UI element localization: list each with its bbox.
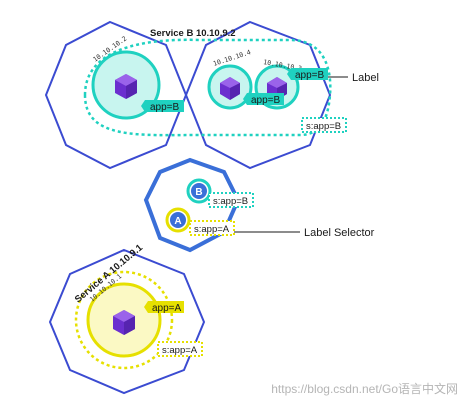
service-a-icon-letter: A <box>174 216 181 227</box>
service-a-group: 10.10.10.1 app=A Service A 10.10.9.1 s:a… <box>48 242 206 395</box>
service-selector-text: s:app=B <box>306 121 341 132</box>
pod-label-tag: app=A <box>144 301 184 314</box>
pod-label-text: app=A <box>152 303 182 314</box>
pod-cube-icon <box>113 310 135 335</box>
label-callout-text: Label <box>352 72 379 84</box>
service-b-icon-letter: B <box>195 187 202 198</box>
service-a-boundary <box>74 270 174 370</box>
service-b-icon: B <box>186 178 212 204</box>
pod-label-text: app=B <box>251 95 281 106</box>
service-a-icon: A <box>165 207 191 233</box>
label-selector-callout-text: Label Selector <box>304 227 375 239</box>
selector-b-text: s:app=B <box>213 196 248 207</box>
pod-cube-icon <box>115 74 137 99</box>
pod-cube-icon <box>220 77 240 100</box>
pod-label-tag: app=B <box>243 93 284 106</box>
selector-a-tag: s:app=A <box>189 220 235 236</box>
service-selector-tag: s:app=A <box>157 341 203 357</box>
pod-label-tag: app=B <box>287 68 328 81</box>
service-b-boundary <box>83 38 332 137</box>
selector-a-text: s:app=A <box>194 224 230 235</box>
watermark: https://blog.csdn.net/Go语言中文网 <box>271 381 458 396</box>
service-b-group: 10.10.10.2 app=B 10.10.10.4 10.10.10.3 a… <box>44 20 379 170</box>
service-selector-tag: s:app=B <box>301 117 347 133</box>
service-selector-text: s:app=A <box>162 345 198 356</box>
pod-label-text: app=B <box>295 70 325 81</box>
pod-label-text: app=B <box>150 102 180 113</box>
pod-label-tag: app=B <box>141 100 184 113</box>
selector-hub-group: B s:app=B A s:app=A Label Selector <box>143 157 375 253</box>
selector-b-tag: s:app=B <box>208 192 254 208</box>
service-b-title: Service B 10.10.9.2 <box>150 28 236 39</box>
